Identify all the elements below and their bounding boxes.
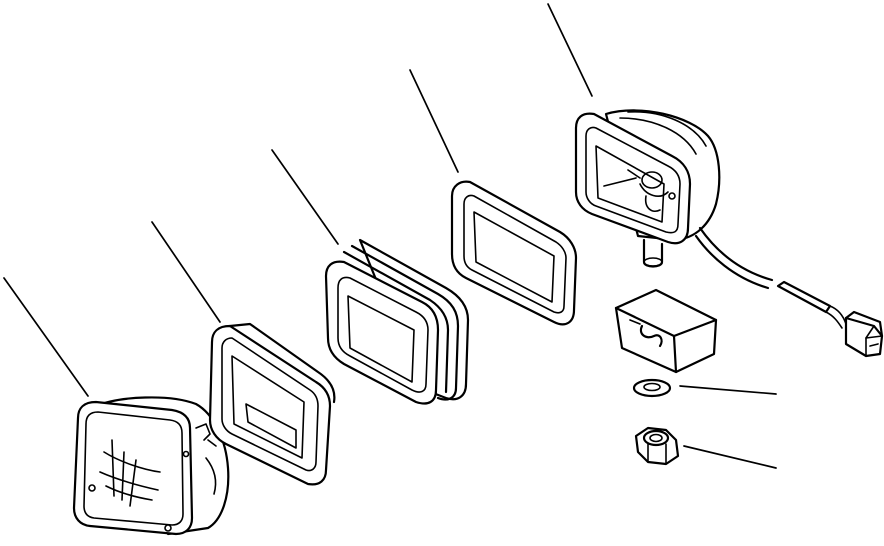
leader-line-bezel — [151, 221, 221, 323]
screw-icon — [182, 450, 190, 458]
leader-line-boot — [271, 149, 339, 245]
leader-line-nut — [683, 445, 777, 469]
mounting-stud — [642, 238, 664, 268]
mounting-bracket — [614, 288, 718, 374]
cable — [698, 226, 774, 282]
leader-line-housing — [547, 3, 593, 97]
washer — [632, 378, 672, 398]
hex-nut — [634, 426, 680, 466]
leader-line-washer — [679, 385, 777, 395]
leader-lines — [3, 3, 777, 469]
seal-gasket — [450, 180, 578, 326]
screw-icon — [88, 484, 96, 492]
leader-line-gasket — [409, 69, 459, 173]
wire-harness-connector — [776, 280, 884, 358]
lamp-housing — [574, 109, 774, 290]
front-bezel — [208, 322, 336, 486]
rubber-boot — [324, 238, 470, 405]
lens-grid — [99, 439, 161, 507]
bulb-socket — [603, 169, 676, 212]
screw-icon — [164, 524, 172, 532]
leader-line-lens-unit — [3, 277, 89, 397]
lamp-lens-unit — [72, 396, 230, 536]
